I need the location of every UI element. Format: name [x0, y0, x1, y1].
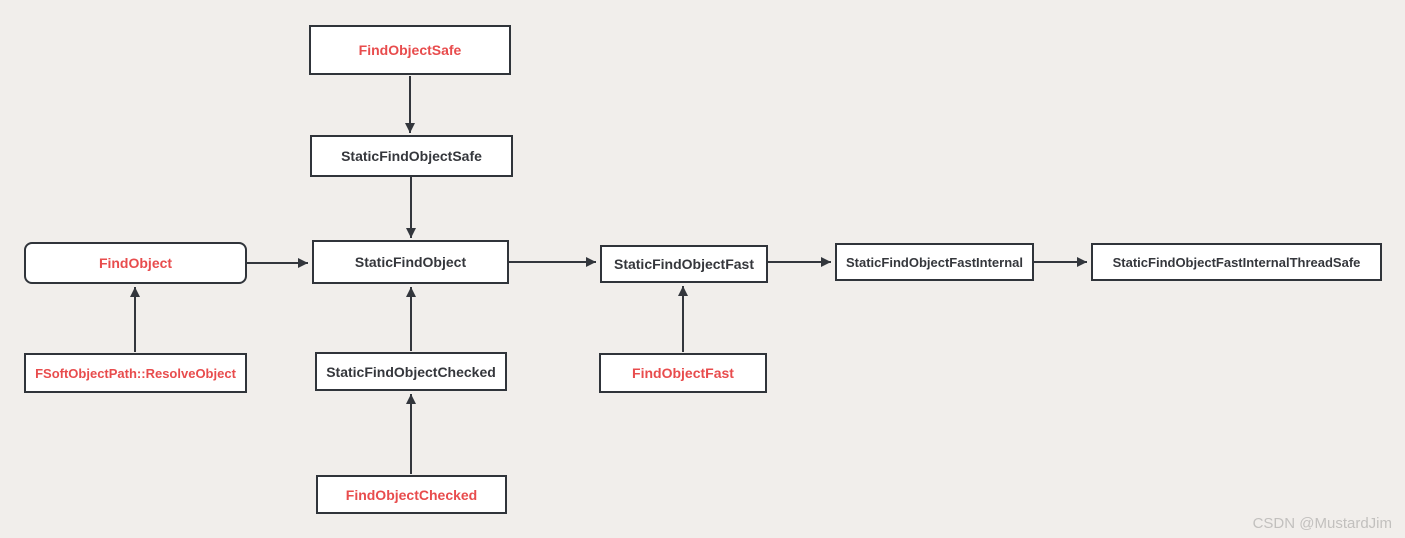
node-static-find-object-fast-internal-thread-safe: StaticFindObjectFastInternalThreadSafe — [1091, 243, 1382, 281]
node-find-object: FindObject — [24, 242, 247, 284]
node-find-object-fast: FindObjectFast — [599, 353, 767, 393]
node-find-object-checked: FindObjectChecked — [316, 475, 507, 514]
node-static-find-object: StaticFindObject — [312, 240, 509, 284]
node-static-find-object-safe: StaticFindObjectSafe — [310, 135, 513, 177]
node-static-find-object-checked: StaticFindObjectChecked — [315, 352, 507, 391]
node-find-object-safe: FindObjectSafe — [309, 25, 511, 75]
node-static-find-object-fast-internal: StaticFindObjectFastInternal — [835, 243, 1034, 281]
node-static-find-object-fast: StaticFindObjectFast — [600, 245, 768, 283]
csdn-watermark: CSDN @MustardJim — [1252, 515, 1392, 532]
node-fsoftobjectpath-resolve-object: FSoftObjectPath::ResolveObject — [24, 353, 247, 393]
